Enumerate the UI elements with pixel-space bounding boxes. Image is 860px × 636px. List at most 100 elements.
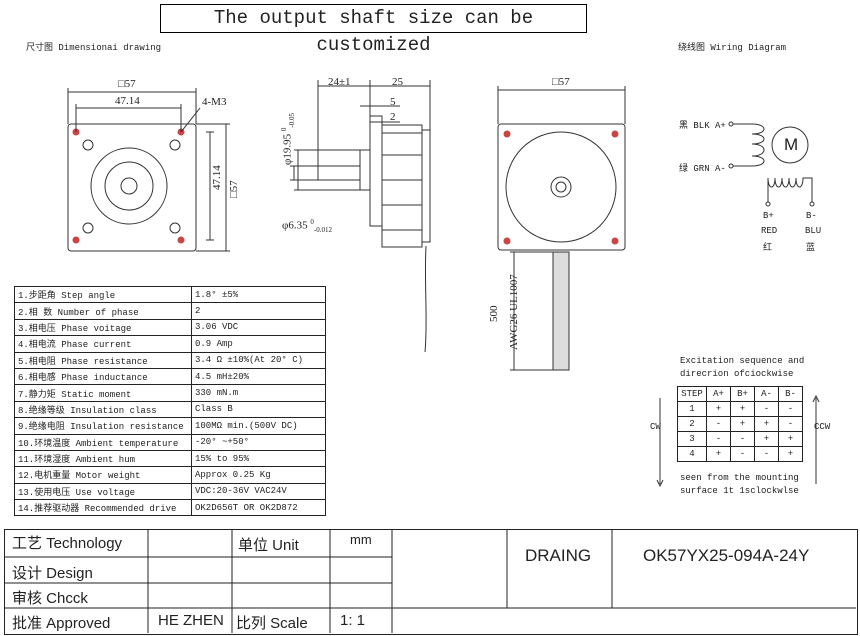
excitation-cell: + (754, 431, 779, 447)
spec-label: 13.使用电压 Use voltage (14, 482, 192, 501)
spec-label: 10.环境温度 Ambient temperature (14, 433, 192, 451)
excitation-note-2: surface 1t 1sclockwlse (680, 486, 799, 496)
spec-label: 1.步距角 Step angle (14, 285, 192, 304)
spec-value: 3.4 Ω ±10%(At 20° C) (191, 351, 326, 369)
spec-label: 11.环境湿度 Ambient hum (14, 449, 192, 468)
spec-label: 5.相电阻 Phase resistance (14, 351, 192, 369)
spec-label: 14.推荐驱动器 Recommended drive (14, 499, 192, 517)
excitation-cell: - (778, 401, 803, 417)
spec-value: 0.9 Amp (191, 335, 326, 353)
motor-symbol: M (784, 135, 799, 154)
shaft-tol-down: -0.012 (313, 225, 332, 234)
excitation-header-cell: B- (778, 386, 803, 402)
rear-view (497, 86, 626, 371)
excitation-cell: - (706, 431, 731, 447)
excitation-cell: - (730, 431, 755, 447)
unit-label: 单位 Unit (238, 537, 299, 554)
wire-bplus-label: B+ (763, 211, 774, 221)
spec-value: 330 mN.m (191, 384, 326, 402)
wire-red-label: RED (761, 226, 778, 236)
excitation-row: 2-++- (677, 416, 803, 432)
excitation-cell: + (778, 431, 803, 447)
excitation-cell: 3 (677, 431, 707, 447)
spec-label: 9.绝缘电阻 Insulation resistance (14, 417, 192, 435)
scale-label: 比列 Scale (236, 615, 308, 632)
spec-value: 15% to 95% (191, 449, 326, 468)
spec-value: 100MΩ min.(500V DC) (191, 417, 326, 435)
excitation-title-1: Excitation sequence and (680, 356, 805, 366)
excitation-cell: + (706, 446, 731, 462)
spec-label: 6.相电感 Phase inductance (14, 367, 192, 386)
banner-title: The output shaft size can be customized (160, 4, 587, 56)
excitation-cell: - (754, 401, 779, 417)
body-length-dim: 25 (392, 76, 403, 88)
excitation-cell: 4 (677, 446, 707, 462)
spec-row: 10.环境温度 Ambient temperature-20° ~+50° (14, 433, 326, 451)
screw-callout: 4-M3 (202, 96, 227, 108)
excitation-header-cell: STEP (677, 386, 707, 402)
excitation-cell: + (754, 416, 779, 432)
excitation-cell: - (730, 446, 755, 462)
excitation-row: 3--++ (677, 431, 803, 447)
front-height-spacing-dim: 47.14 (211, 165, 223, 190)
drawing-label: DRAING (525, 546, 592, 565)
shaft-diameter-dim: φ6.35 0-0.012 (282, 218, 332, 234)
boss-diameter-dim: φ19.95 0-0.05 (280, 113, 296, 165)
dimensional-label: 尺寸图 Dimensionai drawing (26, 43, 162, 53)
wire-blk-label: 黑 BLK A+ (679, 121, 726, 131)
excitation-row: 4+--+ (677, 446, 803, 462)
wiring-diagram (656, 121, 820, 488)
wire-bminus-label: B- (806, 211, 817, 221)
wire-blu-label: BLU (805, 226, 822, 236)
step-dim: 2 (390, 111, 396, 123)
unit-value: mm (350, 532, 372, 547)
rear-width-dim: □57 (552, 76, 570, 88)
spec-value: 2 (191, 302, 326, 320)
front-width-dim: □57 (118, 78, 136, 90)
excitation-cell: - (706, 416, 731, 432)
boss-tol-down: -0.05 (287, 113, 296, 128)
cw-label: CW (650, 422, 661, 432)
excitation-cell: 2 (677, 416, 707, 432)
front-view (67, 88, 230, 252)
spec-value: Approx 0.25 Kg (191, 466, 326, 484)
spec-value: 1.8° ±5% (191, 285, 326, 304)
lead-length-dim: 500 (488, 305, 500, 323)
excitation-cell: + (706, 401, 731, 417)
excitation-cell: + (778, 446, 803, 462)
excitation-row: 1++-- (677, 401, 803, 417)
ccw-label: CCW (814, 422, 831, 432)
excitation-cell: + (730, 416, 755, 432)
check-label: 审核 Chcck (12, 590, 88, 607)
spec-value: 3.06 VDC (191, 318, 326, 337)
excitation-header-cell: A+ (706, 386, 731, 402)
title-block (4, 529, 858, 635)
front-hole-spacing-dim: 47.14 (115, 95, 140, 107)
wire-grn-label: 绿 GRN A- (679, 164, 726, 174)
spec-value: -20° ~+50° (191, 433, 326, 451)
spec-label: 12.电机重量 Motor weight (14, 466, 192, 484)
wire-blu-cn: 蓝 (806, 243, 816, 253)
boss-diameter-value: φ19.95 (281, 133, 294, 165)
technology-label: 工艺 Technology (12, 535, 123, 552)
design-label: 设计 Design (12, 565, 93, 582)
excitation-cell: - (754, 446, 779, 462)
shaft-diameter-value: φ6.35 (282, 219, 308, 232)
scale-value: 1: 1 (340, 612, 366, 629)
excitation-header-cell: A- (754, 386, 779, 402)
shaft-tol-up: 0 (310, 218, 314, 226)
excitation-cell: 1 (677, 401, 707, 417)
spec-label: 3.相电压 Phase voitage (14, 318, 192, 337)
